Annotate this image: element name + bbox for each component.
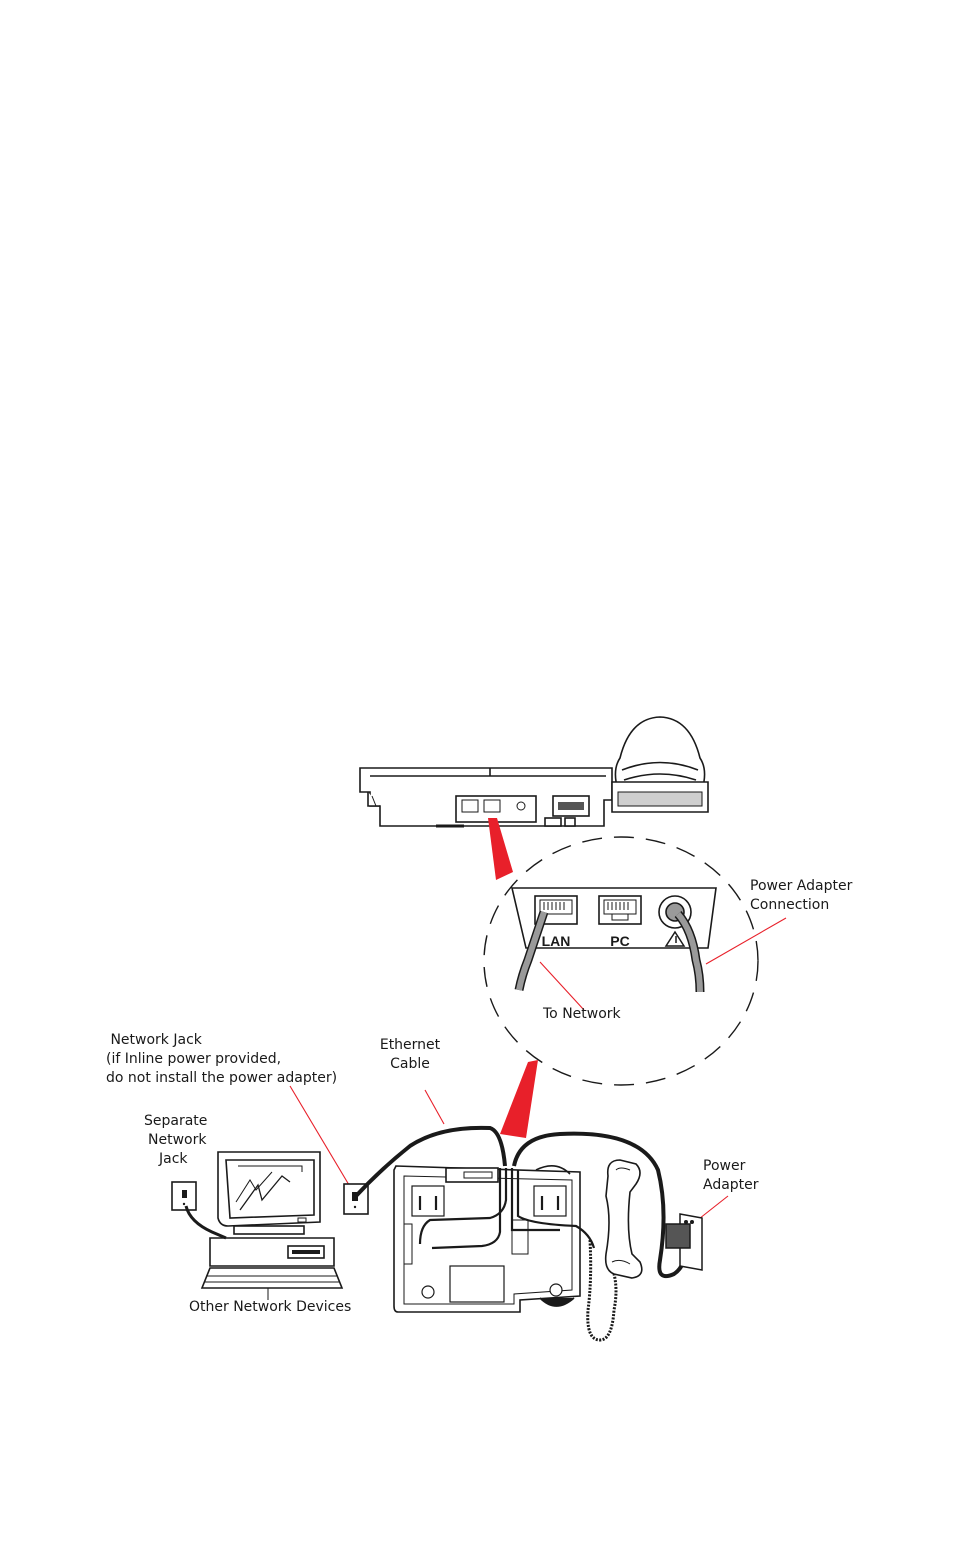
network-jack-label: Network Jack (if Inline power provided, … xyxy=(106,1032,338,1086)
power-adapter-device xyxy=(665,1213,703,1271)
power-cable xyxy=(512,1131,687,1279)
phone-base xyxy=(393,1165,581,1313)
phone-rear-view xyxy=(359,716,709,828)
warning-triangle-icon xyxy=(664,930,686,947)
ethernet-cable xyxy=(354,1125,507,1198)
zoom-circle xyxy=(483,836,759,1086)
keyboard-keys xyxy=(204,1275,340,1283)
zoom-wedge-upper xyxy=(488,818,513,880)
computer xyxy=(200,1151,344,1289)
separate-network-jack-plate xyxy=(171,1181,197,1211)
handset xyxy=(604,1159,643,1279)
ethernet-cable-label: Ethernet Cable xyxy=(379,1037,441,1072)
phone-internal-cables xyxy=(418,1168,596,1250)
computer-cable xyxy=(184,1205,227,1240)
zoom-wedge-lower xyxy=(500,1060,538,1138)
separate-network-jack-label: Separate Network Jack xyxy=(144,1113,208,1167)
to-network-label: To Network xyxy=(543,1006,621,1022)
other-network-devices-label: Other Network Devices xyxy=(189,1299,352,1315)
power-adapter-label: Power Adapter xyxy=(703,1158,759,1193)
handset-coiled-cord xyxy=(586,1239,618,1342)
pc-port-label: PC xyxy=(610,933,629,949)
callout-lines xyxy=(289,917,787,1227)
power-adapter-connection-label: Power Adapter Connection xyxy=(750,878,853,913)
lan-port-label: LAN xyxy=(542,933,571,949)
